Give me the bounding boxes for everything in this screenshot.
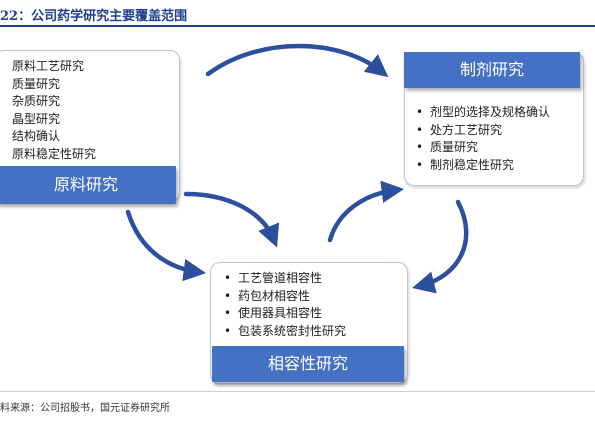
list-item: 原料稳定性研究 — [12, 146, 97, 161]
footer-divider — [0, 391, 595, 392]
figure-title: 22：公司药学研究主要覆盖范围 — [0, 9, 188, 24]
list-item: 使用器具相容性 — [222, 305, 346, 323]
list-item: 结构确认 — [12, 129, 61, 143]
list-item: 剂型的选择及规格确认 — [414, 104, 550, 122]
formulation-list: 剂型的选择及规格确认 处方工艺研究 质量研究 制剂稳定性研究 — [414, 104, 550, 174]
source-note: 料来源：公司招股书，国元证券研究所 — [0, 403, 170, 414]
list-item: 处方工艺研究 — [414, 122, 550, 140]
arrow-compatibility-to-raw — [183, 191, 280, 248]
list-item: 原料工艺研究 — [12, 59, 85, 73]
header-divider — [0, 25, 595, 27]
arrow-raw-to-compatibility — [125, 209, 207, 282]
list-item: 质量研究 — [414, 139, 550, 157]
raw-material-list: 原料工艺研究 质量研究 杂质研究 晶型研究 结构确认 原料稳定性研究 — [12, 58, 96, 163]
list-item: 包装系统密封性研究 — [222, 323, 346, 341]
raw-material-banner: 原料研究 — [0, 166, 176, 204]
figure-header: 22：公司药学研究主要覆盖范围 — [0, 0, 595, 27]
compatibility-list: 工艺管道相容性 药包材相容性 使用器具相容性 包装系统密封性研究 — [222, 270, 346, 340]
list-item: 工艺管道相容性 — [222, 270, 346, 288]
arrow-compatibility-to-formulation — [327, 180, 405, 243]
list-item: 晶型研究 — [12, 111, 61, 126]
list-item: 药包材相容性 — [222, 288, 346, 306]
formulation-banner: 制剂研究 — [404, 52, 580, 88]
arrow-raw-to-formulation — [205, 43, 389, 78]
arrow-formulation-to-compatibility — [412, 199, 469, 294]
list-item: 质量研究 — [12, 76, 61, 91]
list-item: 杂质研究 — [12, 94, 61, 108]
list-item: 制剂稳定性研究 — [414, 157, 550, 175]
compatibility-banner: 相容性研究 — [212, 346, 404, 382]
